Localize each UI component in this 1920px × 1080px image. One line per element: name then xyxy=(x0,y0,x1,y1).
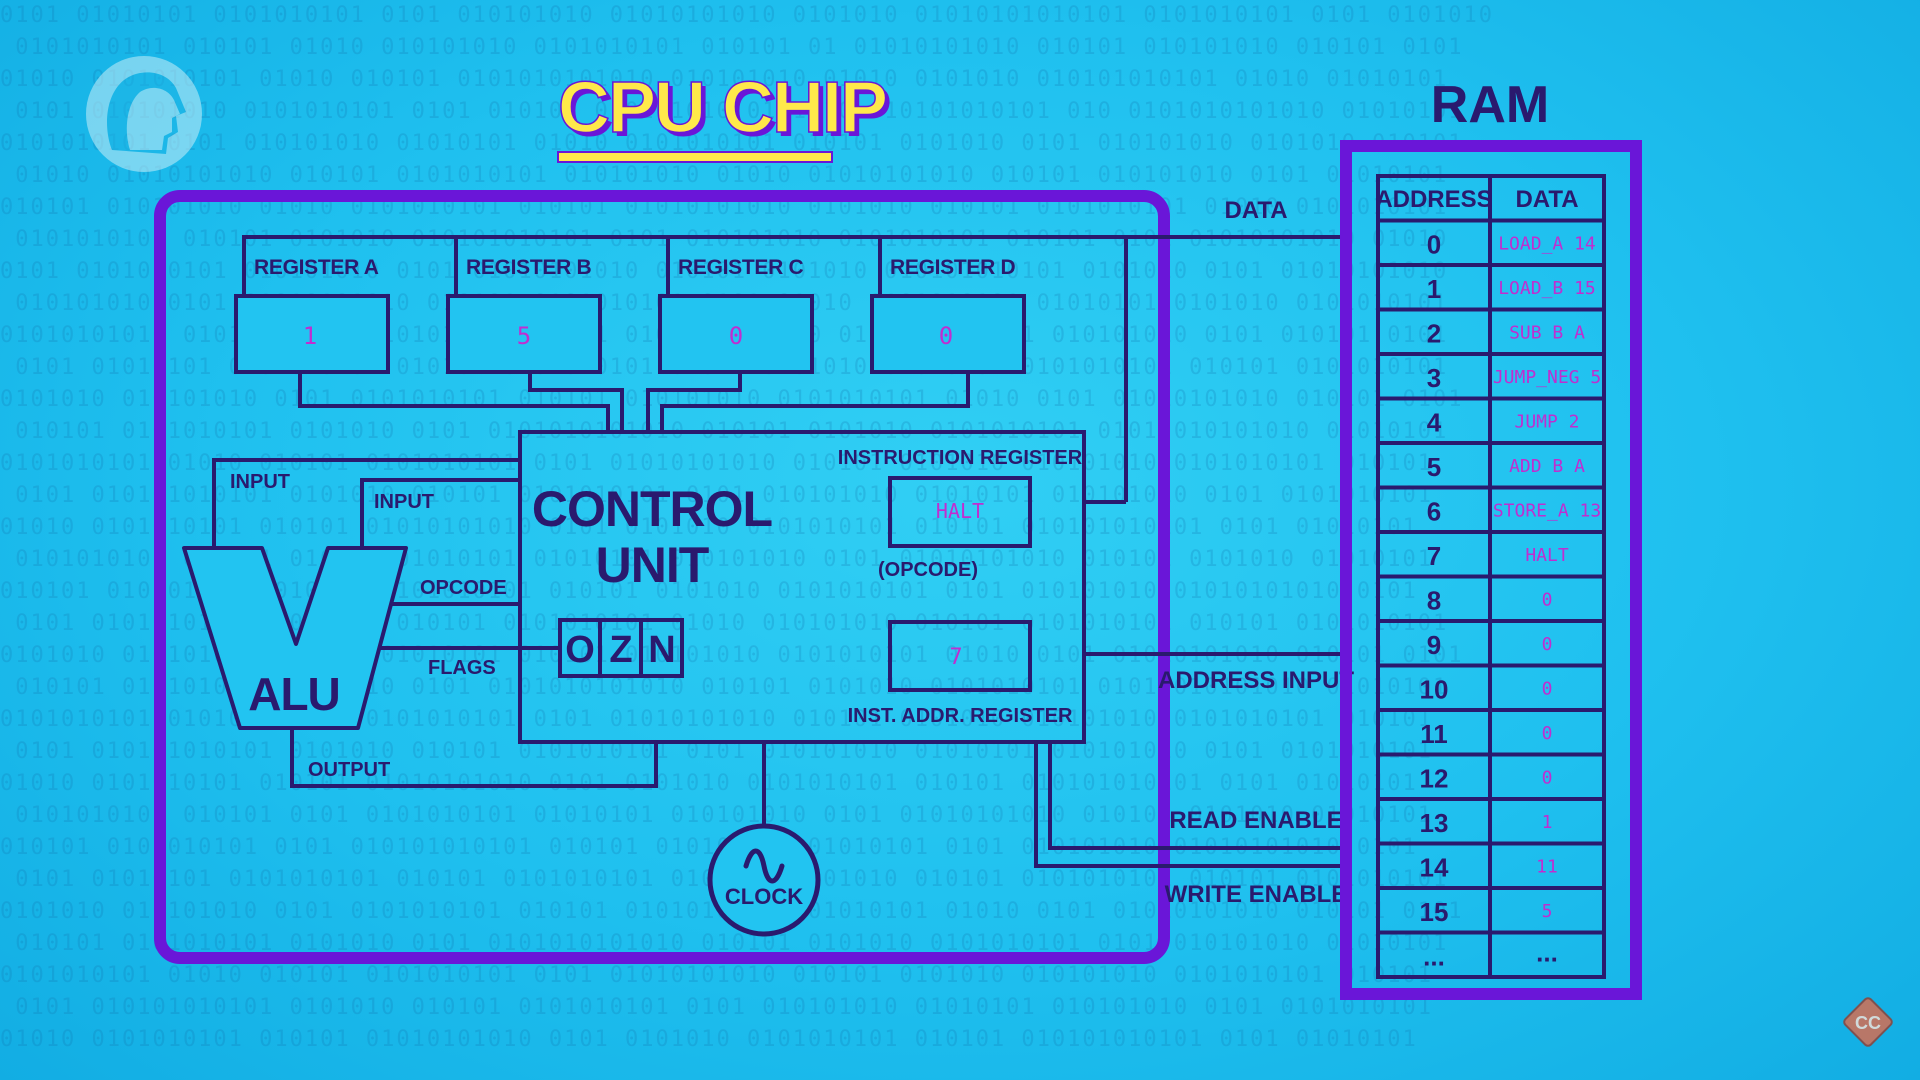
instruction-register-label: INSTRUCTION REGISTER xyxy=(838,447,1083,469)
ram-address-cell: 7 xyxy=(1427,541,1441,571)
ram-address-cell: 1 xyxy=(1427,274,1441,304)
svg-text:REGISTER C: REGISTER C xyxy=(678,256,803,279)
inst-addr-register-label: INST. ADDR. REGISTER xyxy=(848,705,1073,727)
alu-label: ALU xyxy=(248,668,340,720)
ram-address-cell: 0 xyxy=(1427,230,1441,260)
ram-address-cell: 11 xyxy=(1420,719,1448,749)
register-b: REGISTER B 5 xyxy=(446,256,602,374)
svg-text:CPU CHIP: CPU CHIP xyxy=(562,72,890,152)
clock: CLOCK xyxy=(707,823,821,937)
ram-address-cell: 3 xyxy=(1427,363,1441,393)
ram-address-cell: 12 xyxy=(1420,764,1449,794)
ram-data-cell: 1 xyxy=(1542,812,1553,833)
crash-course-badge-icon: CC xyxy=(1843,997,1893,1047)
alu-opcode-label: OPCODE xyxy=(420,577,507,599)
inst-addr-register-value: 7 xyxy=(949,645,962,670)
ram-data-cell: 0 xyxy=(1542,768,1553,789)
ram-address-cell: 4 xyxy=(1427,408,1442,438)
clock-label: CLOCK xyxy=(725,884,803,909)
register-c: REGISTER C 0 xyxy=(658,256,814,374)
alu: ALU INPUT INPUT OPCODE FLAGS OUTPUT xyxy=(182,471,507,781)
register-a: REGISTER A 1 xyxy=(234,256,390,374)
ram-module: ADDRESS DATA 0 LOAD_A 14 1 LOAD_B 15 2 SUB B A 3… xyxy=(1340,140,1642,1000)
write-enable-label: WRITE ENABLE xyxy=(1165,881,1348,908)
control-unit-title: CONTROL xyxy=(532,481,772,537)
ram-address-cell: 2 xyxy=(1427,319,1441,349)
flag-negative: N xyxy=(648,629,675,671)
ram-data-cell: JUMP_NEG 5 xyxy=(1493,367,1601,388)
ram-data-cell: STORE_A 13 xyxy=(1493,501,1601,522)
pbs-head-icon xyxy=(86,56,202,172)
ram-data-cell: LOAD_B 15 xyxy=(1498,278,1596,299)
ram-address-cell: 6 xyxy=(1427,497,1441,527)
address-input-label: ADDRESS INPUT xyxy=(1158,667,1354,694)
read-enable-label: READ ENABLE xyxy=(1169,807,1342,834)
ram-data-cell: 0 xyxy=(1542,679,1553,700)
svg-text:REGISTER D: REGISTER D xyxy=(890,256,1015,279)
ram-address-cell: 5 xyxy=(1427,452,1441,482)
svg-text:REGISTER B: REGISTER B xyxy=(466,256,591,279)
svg-text:0: 0 xyxy=(729,322,743,350)
alu-flags-label: FLAGS xyxy=(428,657,496,679)
control-unit: CONTROL UNIT INSTRUCTION REGISTER HALT (… xyxy=(518,430,1086,744)
ram-title: RAM xyxy=(1431,76,1549,134)
ram-data-cell: 0 xyxy=(1542,723,1553,744)
opcode-label: (OPCODE) xyxy=(878,559,978,581)
flag-zero: Z xyxy=(609,629,632,671)
svg-text:1: 1 xyxy=(303,322,317,350)
wiring xyxy=(212,235,1346,868)
ram-data-cell: HALT xyxy=(1525,545,1569,566)
alu-output-label: OUTPUT xyxy=(308,759,390,781)
cpu-chip-title: CPU CHIP CPU CHIP xyxy=(557,67,892,163)
cpu-chip-frame xyxy=(154,190,1170,964)
ram-address-cell: 14 xyxy=(1420,853,1449,883)
ram-data-cell: 11 xyxy=(1536,857,1558,878)
control-unit-title-line2: UNIT xyxy=(596,537,709,593)
svg-text:5: 5 xyxy=(517,322,531,350)
flag-overflow: O xyxy=(565,629,595,671)
inst-addr-register xyxy=(888,620,1032,692)
alu-input-b-label: INPUT xyxy=(374,491,434,513)
ram-address-cell: ... xyxy=(1423,942,1445,972)
ram-header-data: DATA xyxy=(1515,186,1578,213)
svg-text:0: 0 xyxy=(939,322,953,350)
alu-input-a-label: INPUT xyxy=(230,471,290,493)
ram-address-cell: 13 xyxy=(1420,808,1449,838)
instruction-register-value: HALT xyxy=(936,499,984,523)
svg-text:REGISTER A: REGISTER A xyxy=(254,256,379,279)
ram-address-cell: 15 xyxy=(1420,897,1449,927)
ram-data-cell: 0 xyxy=(1542,634,1553,655)
ram-header-address: ADDRESS xyxy=(1375,186,1492,213)
data-bus-label: DATA xyxy=(1224,197,1287,224)
ram-data-cell: SUB B A xyxy=(1509,323,1585,344)
ram-address-cell: 9 xyxy=(1427,630,1441,660)
ram-table: ADDRESS DATA 0 LOAD_A 14 1 LOAD_B 15 2 SUB B A 3… xyxy=(1375,174,1606,979)
svg-text:CPU CHIP: CPU CHIP xyxy=(558,68,886,148)
sine-wave-icon xyxy=(743,848,785,884)
instruction-register xyxy=(888,476,1032,548)
register-d: REGISTER D 0 xyxy=(870,256,1026,374)
ram-address-cell: 10 xyxy=(1420,675,1449,705)
flags-register: O Z N xyxy=(558,618,684,678)
ram-data-cell: 0 xyxy=(1542,590,1553,611)
ram-data-cell: LOAD_A 14 xyxy=(1498,234,1596,255)
ram-address-cell: 8 xyxy=(1427,586,1441,616)
ram-data-cell: 5 xyxy=(1542,901,1553,922)
ram-data-cell: ADD B A xyxy=(1509,456,1585,477)
ram-data-cell: ... xyxy=(1536,938,1558,968)
svg-text:CC: CC xyxy=(1855,1013,1881,1033)
ram-data-cell: JUMP 2 xyxy=(1514,412,1579,433)
